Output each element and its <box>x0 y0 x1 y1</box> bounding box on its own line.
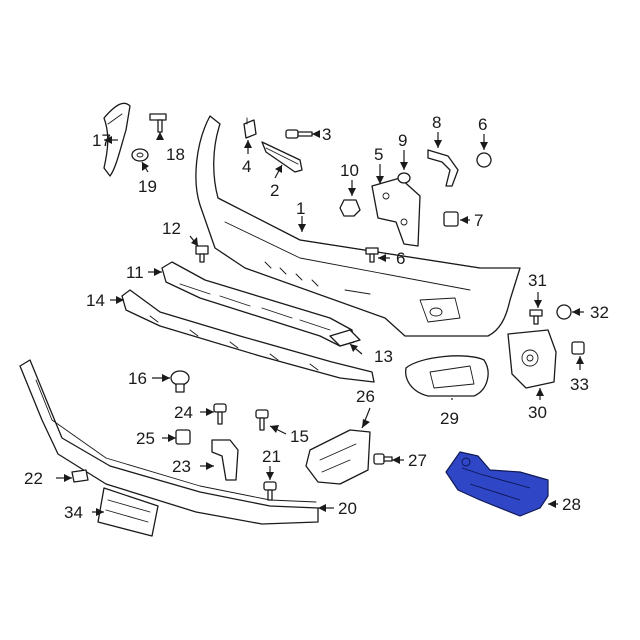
clip-part-22 <box>71 469 89 483</box>
bracket-part-5 <box>371 177 421 247</box>
plate-bracket-part-34 <box>97 487 159 537</box>
bolt-part-15 <box>255 409 269 431</box>
callout-18: 18 <box>166 145 185 164</box>
callout-34: 34 <box>64 503 83 522</box>
push-pin-part-12 <box>195 245 209 263</box>
callout-29: 29 <box>440 409 459 428</box>
callout-12: 12 <box>162 219 181 238</box>
callout-6-upper: 6 <box>478 115 487 134</box>
callout-33: 33 <box>570 375 589 394</box>
clip-part-33 <box>571 341 585 355</box>
callout-labels: 1 2 3 4 5 6 6 7 8 9 10 11 12 13 14 15 16… <box>24 113 609 522</box>
absorber-part-14 <box>121 289 375 383</box>
screw-part-31 <box>529 309 543 325</box>
callout-17: 17 <box>92 131 111 150</box>
clip-part-13 <box>329 329 361 347</box>
callout-22: 22 <box>24 469 43 488</box>
bolt-part-18 <box>149 113 167 133</box>
bolt-part-24 <box>213 403 227 425</box>
callout-6-lower: 6 <box>396 249 405 268</box>
callout-20: 20 <box>338 499 357 518</box>
callout-25: 25 <box>136 429 155 448</box>
callout-13: 13 <box>374 347 393 366</box>
callout-9: 9 <box>398 131 407 150</box>
callout-15: 15 <box>290 427 309 446</box>
nut-part-10 <box>339 199 361 217</box>
callout-14: 14 <box>86 291 105 310</box>
air-deflector-part-28-highlighted <box>445 451 549 517</box>
callout-26: 26 <box>356 387 375 406</box>
grommet-part-9 <box>397 172 411 184</box>
bracket-part-26 <box>305 429 371 485</box>
bolt-part-3 <box>285 129 313 139</box>
callout-27: 27 <box>408 451 427 470</box>
bracket-part-2 <box>261 141 303 173</box>
fog-lamp-part-30 <box>507 329 557 389</box>
callout-23: 23 <box>172 457 191 476</box>
bolt-part-27 <box>373 453 393 465</box>
fog-lamp-bezel-part-29 <box>405 355 489 397</box>
push-pin-part-6-upper <box>476 152 492 168</box>
callout-5: 5 <box>374 145 383 164</box>
callout-28: 28 <box>562 495 581 514</box>
callout-30: 30 <box>528 403 547 422</box>
callout-31: 31 <box>528 271 547 290</box>
clip-part-7 <box>443 211 459 227</box>
callout-7: 7 <box>474 211 483 230</box>
callout-4: 4 <box>242 157 251 176</box>
lower-valance-part-20 <box>19 359 319 525</box>
bolt-part-6-lower <box>365 247 379 263</box>
bolt-part-21 <box>263 481 277 501</box>
callout-24: 24 <box>174 403 193 422</box>
bracket-part-23 <box>211 439 239 481</box>
push-pin-part-32 <box>556 304 572 320</box>
callout-8: 8 <box>432 113 441 132</box>
linkage-part-8 <box>427 149 459 187</box>
bumper-cover-part <box>195 115 521 337</box>
callout-21: 21 <box>262 447 281 466</box>
callout-10: 10 <box>340 161 359 180</box>
callout-1: 1 <box>296 199 305 218</box>
callout-16: 16 <box>128 369 147 388</box>
push-pin-part-16 <box>170 370 190 393</box>
grommet-part-19 <box>131 148 149 162</box>
callout-32: 32 <box>590 303 609 322</box>
clip-part-4 <box>243 117 257 139</box>
callout-11: 11 <box>126 263 144 282</box>
callout-2: 2 <box>270 181 279 200</box>
leader-lines <box>56 130 584 516</box>
callout-19: 19 <box>138 177 157 196</box>
clip-part-25 <box>175 429 191 445</box>
callout-3: 3 <box>322 125 331 144</box>
